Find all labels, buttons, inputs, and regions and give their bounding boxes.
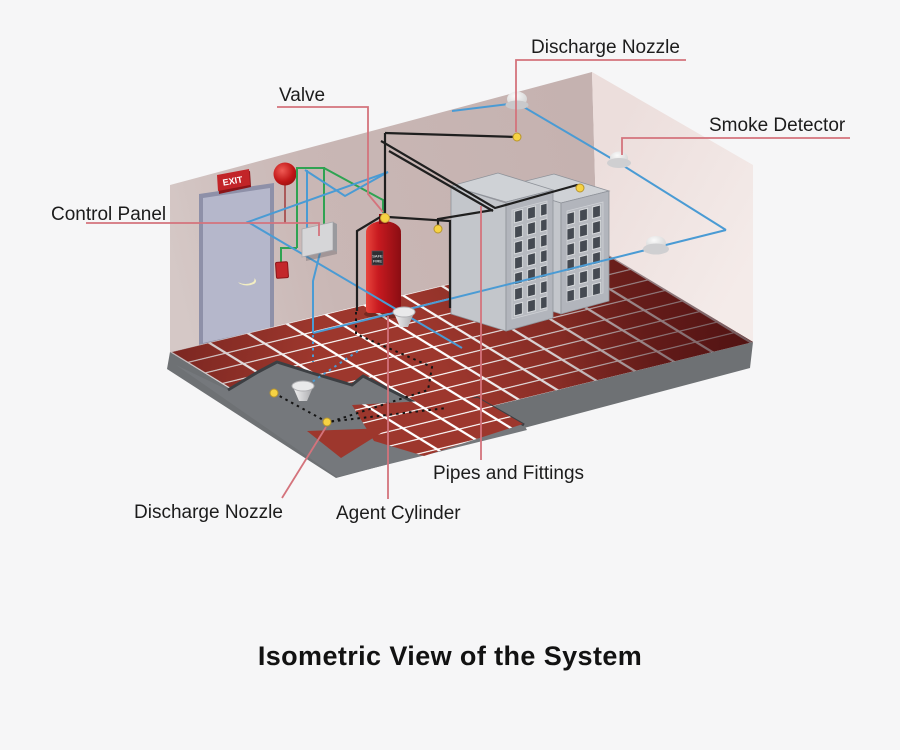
smoke-detector-ceiling <box>505 91 529 110</box>
callout-leader-lines <box>86 59 850 499</box>
leader-smoke-detector <box>621 137 850 155</box>
exit-sign: EXIT <box>217 169 251 194</box>
label-valve: Valve <box>279 85 326 106</box>
diagram-title: Isometric View of the System <box>257 641 643 671</box>
discharge-nozzle-dot <box>322 417 332 427</box>
cylinder-label-text2: FIRE <box>373 259 382 264</box>
exit-sign-text: EXIT <box>222 174 244 187</box>
discharge-nozzle-dot <box>269 388 279 398</box>
smoke-detector-wall-lower <box>643 236 669 255</box>
leader-control-panel <box>86 222 320 236</box>
underfloor-discharge-nozzles <box>269 380 332 427</box>
leader-valve <box>277 106 384 213</box>
label-smoke-detector: Smoke Detector <box>709 115 846 136</box>
smoke-detector-wall-upper <box>607 151 631 168</box>
right-wall <box>592 72 753 342</box>
label-control-panel: Control Panel <box>51 204 167 225</box>
pipe-discharge-nozzles <box>380 132 585 234</box>
tile-flap-corner <box>307 428 389 458</box>
discharge-nozzle-dot <box>512 132 522 142</box>
floor-nozzle-cone <box>291 380 315 401</box>
underfloor-detection-dotted <box>305 335 359 387</box>
alarm-bell-icon <box>273 162 297 186</box>
cylinder-label-text1: SAFE <box>372 254 383 259</box>
label-discharge-nozzle-top: Discharge Nozzle <box>531 37 680 58</box>
label-agent-cylinder: Agent Cylinder <box>336 503 461 524</box>
label-discharge-nozzle-bottom: Discharge Nozzle <box>134 502 283 523</box>
floor-nozzle-cone <box>392 306 416 327</box>
manual-call-point <box>275 261 289 279</box>
discharge-nozzle-dot <box>575 183 585 193</box>
door <box>199 183 274 347</box>
cylinder-valve <box>380 213 390 223</box>
leader-discharge-nozzle-bottom <box>281 426 327 499</box>
cylinder-label <box>371 250 384 266</box>
leader-discharge-nozzle-top <box>515 59 686 132</box>
discharge-nozzle-dot <box>433 224 443 234</box>
control-panel <box>301 221 337 261</box>
pipes-and-fittings <box>355 131 581 311</box>
label-pipes-and-fittings: Pipes and Fittings <box>433 463 585 484</box>
